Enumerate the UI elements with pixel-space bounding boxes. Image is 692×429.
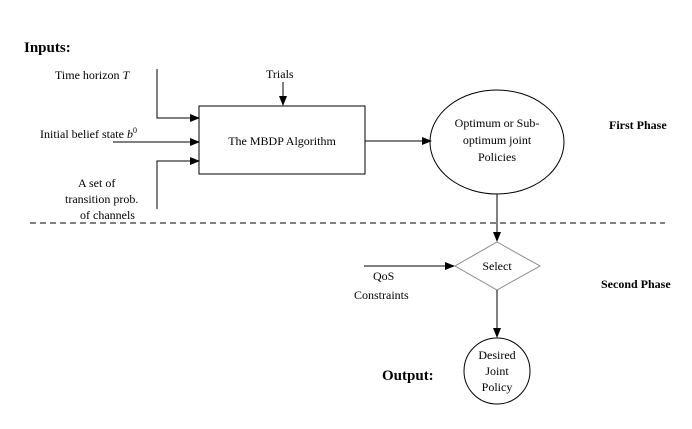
- qos-label-line2: Constraints: [354, 288, 409, 302]
- transition-label-line2: transition prob.: [65, 192, 138, 206]
- mbdp-algorithm-box: [198, 105, 366, 175]
- transition-arrow: [156, 157, 200, 209]
- mbdp-algorithm-label: The MBDP Algorithm: [228, 134, 336, 148]
- time-horizon-arrow: [156, 69, 200, 122]
- desired-label-line2: Joint: [485, 364, 509, 378]
- policies-label-line1: Optimum or Sub-: [455, 116, 540, 130]
- desired-policy-circle: [463, 337, 531, 405]
- trials-label: Trials: [266, 67, 294, 81]
- qos-label-line1: QoS: [373, 269, 394, 283]
- inputs-heading: Inputs:: [24, 40, 71, 56]
- select-label: Select: [482, 259, 512, 273]
- policies-label-line3: Policies: [478, 150, 516, 164]
- time-horizon-label: Time horizon T: [55, 68, 131, 82]
- initial-belief-label: Initial belief state b0: [40, 126, 137, 141]
- output-heading: Output:: [382, 368, 434, 384]
- first-phase-label: First Phase: [609, 118, 667, 132]
- second-phase-label: Second Phase: [601, 277, 671, 291]
- transition-label-line1: A set of: [78, 176, 115, 190]
- transition-label-line3: of channels: [80, 208, 135, 222]
- desired-label-line1: Desired: [478, 348, 515, 362]
- policies-label-line2: optimum joint: [463, 133, 532, 147]
- desired-label-line3: Policy: [482, 380, 513, 394]
